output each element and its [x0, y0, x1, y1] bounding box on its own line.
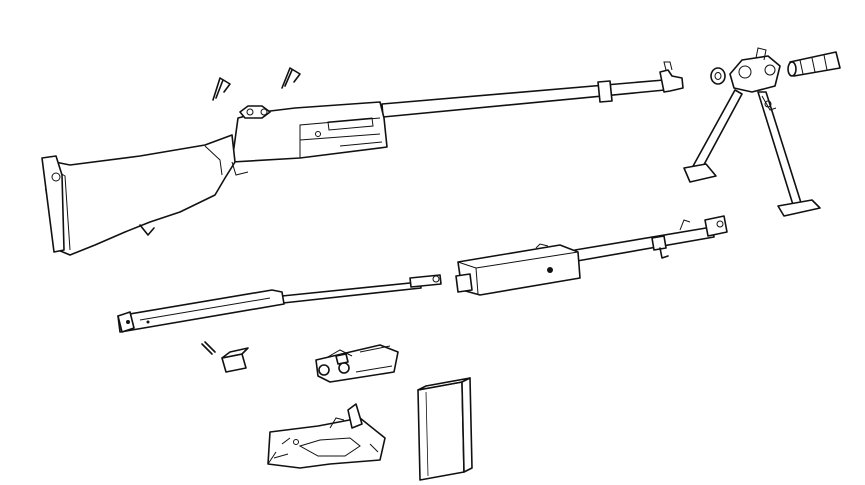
trigger-group: [267, 403, 386, 469]
bipod: [683, 47, 821, 217]
retaining-pin-right: [281, 67, 301, 89]
washer: [710, 67, 726, 85]
retaining-pin-left: [212, 77, 231, 101]
bolt-assembly: [315, 344, 399, 383]
flash-hider: [787, 51, 841, 77]
gas-cylinder-and-piston: [117, 274, 442, 333]
assembled-rifle: [41, 61, 684, 256]
receiver-and-barrel: [455, 215, 728, 296]
link: [221, 347, 249, 373]
magazine: [417, 377, 473, 481]
small-pin: [201, 341, 216, 355]
